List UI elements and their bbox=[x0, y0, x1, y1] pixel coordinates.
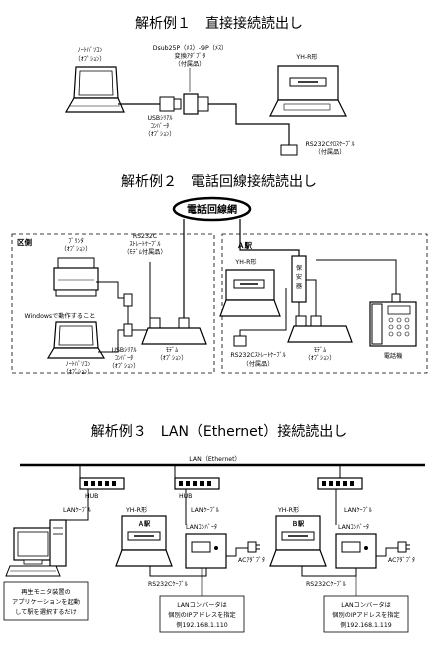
ex2-modem-left-label-1: ﾓﾃﾞﾑ bbox=[166, 347, 178, 354]
station-b-label: Ｂ駅 bbox=[292, 520, 305, 528]
ex2-modem-left-label-2: （ｵﾌﾟｼｮﾝ） bbox=[157, 355, 188, 362]
station-a-yhr-icon bbox=[115, 515, 173, 567]
example1-title: 解析例１ 直接接続読出し bbox=[135, 15, 303, 32]
station-a-ac-adapter-icon bbox=[247, 541, 260, 553]
ex2-printer-icon bbox=[53, 257, 99, 297]
ex2-protector-label-2: 安 bbox=[296, 273, 302, 281]
hub-3-icon bbox=[317, 465, 363, 490]
station-a-box bbox=[221, 233, 428, 374]
example2-title: 解析例２ 電話回線接続読出し bbox=[121, 173, 317, 190]
example3-title: 解析例３ LAN（Ethernet）接続読出し bbox=[91, 423, 347, 440]
ex2-usb-label-1: USBｼﾘｱﾙ bbox=[111, 347, 136, 354]
hub-1-label: HUB bbox=[85, 493, 98, 500]
ex2-rs232c-label-3: （ﾓﾃﾞﾑ付属品） bbox=[123, 248, 166, 256]
ex1-cable-label-2: （付属品） bbox=[315, 148, 346, 156]
station-a-ac-label: ACｱﾀﾞﾌﾟﾀ bbox=[238, 557, 265, 564]
ex2-phone-label: 電話機 bbox=[384, 352, 403, 360]
ex2-rs232c-label-2: ｽﾄﾚｰﾄｹｰﾌﾞﾙ bbox=[130, 241, 161, 248]
monitor-note-1: 再生モニタ装置の bbox=[21, 588, 71, 596]
ex2-protector-label-1: 保 bbox=[296, 264, 303, 272]
ex2-printer-label-1: ﾌﾟﾘﾝﾀ bbox=[68, 238, 83, 245]
station-a-note-1: LANコンバータは bbox=[177, 601, 227, 609]
phone-network-oval: 電話回線網 bbox=[172, 196, 252, 222]
station-b-note-box bbox=[323, 595, 409, 633]
lan-cable-3-label: LANｹｰﾌﾞﾙ bbox=[344, 507, 372, 514]
station-b-ac-adapter-icon bbox=[397, 541, 410, 553]
hub-1-icon bbox=[79, 465, 125, 490]
station-a-yhr-label: YH-R形 bbox=[125, 506, 147, 514]
ex1-adapter-label-1: Dsub25P（ﾒｽ）-9P（ﾒｽ） bbox=[153, 45, 227, 52]
station-a-label: Ａ駅 bbox=[237, 241, 252, 250]
lan-label: LAN（Ethernet） bbox=[189, 456, 240, 463]
lan-cable-1-label: LANｹｰﾌﾞﾙ bbox=[63, 507, 91, 514]
ex2-usb-converter-icon bbox=[123, 293, 133, 337]
ex1-usb-label-1: USBｼﾘｱﾙ bbox=[147, 115, 172, 122]
monitor-note-3: して駅を選択するだけ bbox=[15, 608, 77, 616]
ex1-device-label: YH-R形 bbox=[295, 53, 317, 61]
ex1-adapter-icon bbox=[183, 93, 209, 115]
station-b-yhr-label: YH-R形 bbox=[277, 506, 299, 514]
ex2-usb-label-3: （ｵﾌﾟｼｮﾝ） bbox=[109, 363, 140, 370]
hub-2-icon bbox=[174, 465, 220, 490]
ex2-usb-label-2: ｺﾝﾊﾞｰﾀ bbox=[115, 355, 134, 362]
monitor-note-2: アプリケーションを起動 bbox=[12, 598, 80, 606]
ex2-modem-right-label-1: ﾓﾃﾞﾑ bbox=[314, 347, 326, 354]
ex2-windows-note: Windowsで動作すること bbox=[25, 312, 96, 320]
monitor-note-box bbox=[3, 581, 89, 621]
station-a-note-box bbox=[159, 595, 245, 633]
ex2-modem-right-icon bbox=[287, 315, 353, 343]
ex1-usb-label-3: （ｵﾌﾟｼｮﾝ） bbox=[145, 131, 176, 138]
ex2-rs232c-label-1: RS232C bbox=[133, 233, 157, 240]
station-a-note-2: 個別のIPアドレスを指定 bbox=[168, 611, 235, 619]
ward-label: 区側 bbox=[17, 237, 32, 247]
ex2-modem-left-icon bbox=[141, 317, 207, 345]
ex2-modem-right-label-2: （ｵﾌﾟｼｮﾝ） bbox=[305, 355, 336, 362]
station-b-note-1: LANコンバータは bbox=[341, 601, 391, 609]
ex2-cable-label-2: （付属品） bbox=[243, 360, 274, 368]
station-b-ac-label: ACｱﾀﾞﾌﾟﾀ bbox=[388, 557, 415, 564]
ex1-adapter-label-2: 変換ｱﾀﾞﾌﾟﾀ bbox=[175, 52, 206, 60]
ex2-protector-label-3: 器 bbox=[296, 283, 303, 290]
station-a-lanconv-icon bbox=[185, 533, 227, 569]
ex2-notebook-icon bbox=[46, 321, 106, 359]
station-b-note-2: 個別のIPアドレスを指定 bbox=[332, 611, 399, 619]
ex2-telephone-icon bbox=[369, 293, 417, 347]
monitor-pc-icon bbox=[5, 519, 67, 577]
station-b-lanconv-label: LANｺﾝﾊﾞｰﾀ bbox=[338, 524, 369, 531]
ex1-adapter-label-3: （付属品） bbox=[175, 60, 206, 68]
ex1-usb-label-2: ｺﾝﾊﾞｰﾀ bbox=[151, 123, 170, 130]
ex2-notebook-label-2: （ｵﾌﾟｼｮﾝ） bbox=[63, 369, 94, 376]
station-b-note-3: 例192.168.1.119 bbox=[340, 621, 392, 629]
station-a-lanconv-label: LANｺﾝﾊﾞｰﾀ bbox=[186, 524, 217, 531]
station-b-rs232c-label: RS232Cｹｰﾌﾞﾙ bbox=[306, 581, 346, 588]
ex1-usb-converter-icon bbox=[159, 96, 182, 112]
station-b-yhr-icon bbox=[269, 515, 327, 567]
ex1-notebook-label-1: ﾉｰﾄﾊﾟｿｺﾝ bbox=[78, 47, 103, 54]
station-a-rs232c-label: RS232Cｹｰﾌﾞﾙ bbox=[148, 581, 188, 588]
ex2-notebook-label-1: ﾉｰﾄﾊﾟｿｺﾝ bbox=[66, 361, 91, 368]
ex2-device-label: YH-R形 bbox=[234, 258, 256, 266]
ex1-notebook-icon bbox=[64, 66, 125, 113]
ex1-notebook-label-2: （ｵﾌﾟｼｮﾝ） bbox=[75, 56, 106, 63]
ex2-printer-label-2: （ｵﾌﾟｼｮﾝ） bbox=[61, 246, 92, 253]
lan-cable-2-label: LANｹｰﾌﾞﾙ bbox=[191, 507, 219, 514]
station-a-label-3: Ａ駅 bbox=[138, 520, 151, 528]
ex1-yhr-device-icon bbox=[269, 65, 347, 117]
ex1-rs232c-connector-icon bbox=[280, 144, 298, 156]
station-a-note-3: 例192.168.1.110 bbox=[176, 621, 228, 629]
ex2-rs232c-connector-icon bbox=[233, 335, 247, 347]
ward-side-box bbox=[11, 233, 215, 374]
network-label: 電話回線網 bbox=[187, 203, 237, 216]
ex1-cable-label-1: RS232Cｸﾛｽｹｰﾌﾞﾙ bbox=[305, 141, 354, 148]
ex2-yhr-device-icon bbox=[219, 269, 281, 317]
ex2-cable-label-1: RS232Cｽﾄﾚｰﾄｹｰﾌﾞﾙ bbox=[230, 352, 285, 359]
station-b-lanconv-icon bbox=[335, 533, 377, 569]
